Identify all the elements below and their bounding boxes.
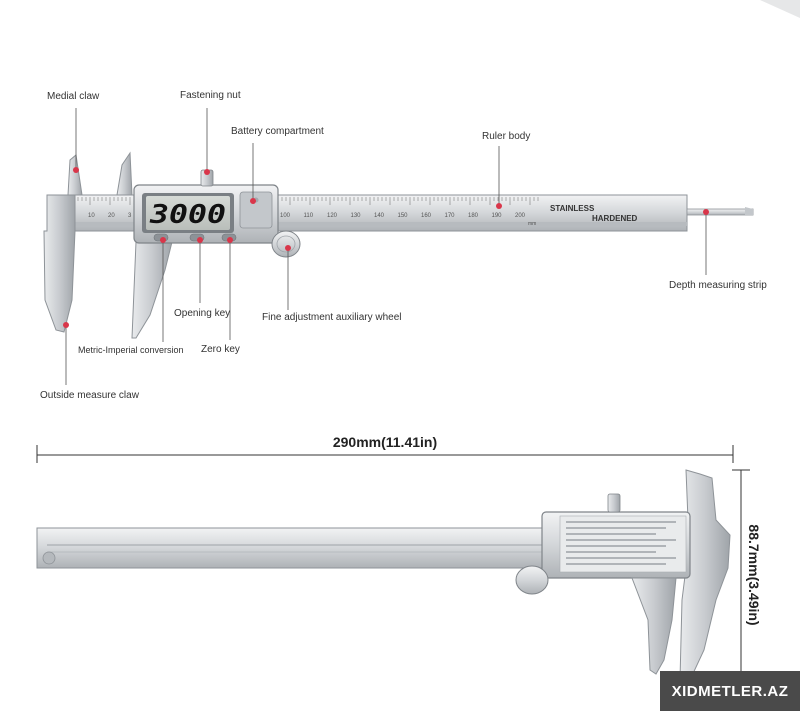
- ruler-number: 180: [468, 213, 479, 219]
- label-fastening-nut: Fastening nut: [180, 90, 241, 101]
- ruler-number: 150: [398, 213, 409, 219]
- marker-dot: [703, 209, 709, 215]
- ruler-number: 170: [445, 213, 456, 219]
- marker-dot: [204, 169, 210, 175]
- label-medial-claw: Medial claw: [47, 91, 100, 102]
- marker-dot: [250, 198, 256, 204]
- label-battery-compartment: Battery compartment: [231, 126, 324, 137]
- length-dimension: [36, 445, 734, 463]
- bottom-caliper: [36, 469, 731, 681]
- medial-claw: [67, 154, 83, 196]
- ruler-number: 110: [304, 213, 314, 219]
- brand-stainless: STAINLESS: [550, 204, 595, 213]
- fastening-nut-rear: [607, 493, 621, 513]
- rivet: [42, 551, 56, 565]
- spec-line: [566, 527, 666, 529]
- brand-hardened: HARDENED: [592, 214, 638, 223]
- spec-line: [566, 533, 656, 535]
- lcd-reading: 3000: [149, 200, 226, 230]
- spec-line: [566, 557, 676, 559]
- ruler-numbers: 100 110 120 130 140 150 160 170 180 190 200: [280, 213, 526, 219]
- fine-adjustment-wheel-rear: [515, 565, 549, 595]
- marker-dot: [73, 167, 79, 173]
- marker-dot: [496, 203, 502, 209]
- label-depth-strip: Depth measuring strip: [669, 280, 767, 291]
- label-metric-imperial: Metric-Imperial conversion: [78, 345, 184, 355]
- marker-dot: [160, 237, 166, 243]
- callout-lines: [65, 108, 707, 385]
- ruler-unit: mm: [528, 221, 536, 227]
- label-ruler-body: Ruler body: [482, 131, 530, 142]
- spec-line: [566, 551, 656, 553]
- ruler-number: 200: [515, 213, 526, 219]
- watermark: XIDMETLER.AZ: [660, 671, 800, 711]
- marker-dot: [63, 322, 69, 328]
- label-opening-key: Opening key: [174, 308, 230, 319]
- sliding-jaw-rear: [631, 577, 677, 675]
- spec-label: [559, 515, 687, 573]
- spec-line: [566, 539, 676, 541]
- ruler-number: 130: [351, 213, 362, 219]
- label-fine-wheel: Fine adjustment auxiliary wheel: [262, 312, 402, 323]
- label-outside-claw: Outside measure claw: [40, 390, 140, 401]
- ruler-number: 100: [280, 213, 291, 219]
- ruler-number: 140: [374, 213, 385, 219]
- spec-line: [566, 521, 676, 523]
- ruler-left-number: 3: [128, 213, 132, 219]
- marker-dot: [285, 245, 291, 251]
- spec-text-lines: [566, 521, 676, 565]
- corner-decoration: [760, 0, 800, 18]
- outside-measure-claw: [43, 194, 76, 333]
- spec-line: [566, 563, 666, 565]
- marker-dot: [197, 237, 203, 243]
- height-label: 88.7mm(3.49in): [746, 524, 762, 625]
- ruler-number: 190: [492, 213, 503, 219]
- ruler-left-number: 20: [108, 213, 115, 219]
- marker-dot: [227, 237, 233, 243]
- ruler-number: 160: [421, 213, 432, 219]
- sliding-medial-claw: [116, 151, 133, 196]
- lcd-screen: [146, 196, 230, 230]
- fine-adjustment-wheel: [271, 230, 301, 258]
- spec-line: [566, 545, 666, 547]
- callout-markers: [63, 167, 709, 328]
- depth-measuring-strip: [686, 208, 754, 216]
- ruler-left-number: 10: [88, 213, 95, 219]
- ruler-body-rear: [36, 527, 638, 569]
- battery-compartment: [239, 191, 273, 229]
- length-label: 290mm(11.41in): [333, 434, 437, 450]
- label-zero-key: Zero key: [201, 344, 240, 355]
- ruler-number: 120: [327, 213, 338, 219]
- sliding-outside-claw: [131, 241, 173, 339]
